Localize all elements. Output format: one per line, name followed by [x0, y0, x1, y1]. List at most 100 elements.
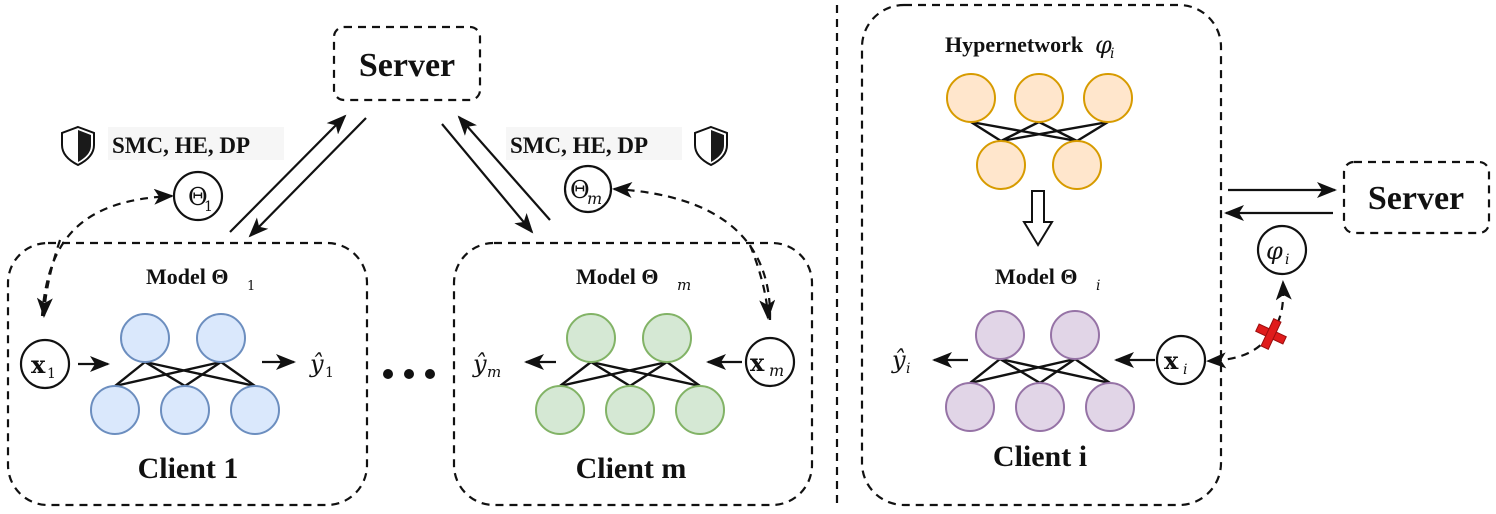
- nn-edge: [629, 360, 668, 388]
- dashed-link-xm-thetam: [612, 182, 772, 321]
- theta-m-parameter: Θ m: [563, 164, 613, 214]
- dashed-arrow-to-xm: [748, 244, 776, 320]
- svg-text:1: 1: [247, 279, 255, 294]
- svg-text:x: x: [1164, 346, 1179, 375]
- client-i-model-label: Model Θ: [995, 264, 1078, 289]
- svg-text:m: m: [587, 189, 602, 208]
- dashed-arrow-to-x1: [36, 239, 62, 318]
- nn-edge: [1000, 120, 1109, 143]
- nn-edge: [559, 360, 668, 388]
- nn-edge: [970, 120, 1002, 143]
- nn-edge: [1074, 358, 1111, 384]
- server-node-left: Server: [332, 25, 482, 102]
- nn-node: [976, 140, 1026, 190]
- output-yi: ŷ i: [891, 346, 910, 377]
- svg-text:i: i: [1285, 252, 1289, 268]
- svg-text:1: 1: [204, 199, 213, 215]
- svg-text:i: i: [1183, 362, 1187, 378]
- client-m-model-label: Model Θ: [576, 264, 659, 289]
- server-label: Server: [1368, 180, 1464, 217]
- nn-node: [1015, 382, 1065, 432]
- nn-node: [1050, 310, 1100, 360]
- input-x1: x 1: [19, 338, 71, 390]
- svg-text:i: i: [906, 361, 910, 377]
- nn-node: [535, 385, 585, 435]
- output-y1: ŷ 1: [309, 350, 334, 381]
- client-i-box: [860, 3, 1223, 507]
- svg-text:i: i: [1110, 46, 1114, 62]
- svg-text:φ: φ: [1266, 237, 1283, 265]
- nn-node: [196, 313, 246, 363]
- svg-text:i: i: [1096, 278, 1100, 294]
- client-1-panel: Model Θ 1 x 1 ŷ 1 Client 1: [6, 241, 369, 507]
- upload-arrow-client-m: [457, 115, 551, 221]
- blocked-link-down: [1206, 334, 1271, 369]
- nn-edge: [1076, 120, 1109, 143]
- nn-node: [605, 385, 655, 435]
- server-box: [1342, 160, 1491, 235]
- nn-node: [945, 382, 995, 432]
- privacy-label-right: SMC, HE, DP: [506, 125, 728, 167]
- nn-node: [675, 385, 725, 435]
- svg-text:x: x: [750, 348, 765, 377]
- privacy-label-text: SMC, HE, DP: [510, 133, 648, 158]
- svg-text:ŷ: ŷ: [309, 350, 324, 378]
- client-m-title: Client m: [576, 452, 687, 485]
- nn-node: [90, 385, 140, 435]
- server-node-right: Server: [1342, 160, 1491, 235]
- svg-text:m: m: [769, 361, 784, 380]
- svg-text:φ: φ: [1095, 31, 1112, 59]
- privacy-label-left: SMC, HE, DP: [61, 125, 284, 167]
- generate-arrow-icon: [1022, 190, 1054, 247]
- nn-edge: [666, 361, 701, 387]
- neural-net-client-m: [535, 313, 725, 435]
- nn-edge: [590, 360, 701, 388]
- nn-node: [1052, 140, 1102, 190]
- nn-node: [975, 310, 1025, 360]
- nn-node: [642, 313, 692, 363]
- nn-node: [230, 385, 280, 435]
- download-arrow-client-1: [248, 117, 367, 238]
- download-arrow-client-m: [441, 123, 534, 234]
- svg-text:1: 1: [325, 365, 334, 381]
- theta-1-parameter: Θ 1: [172, 170, 224, 222]
- nn-edge: [184, 361, 222, 387]
- output-ym: ŷ m: [472, 350, 501, 381]
- svg-text:Θ: Θ: [570, 176, 590, 204]
- svg-text:m: m: [677, 276, 691, 294]
- dashed-link-x1-theta1: [40, 188, 174, 317]
- server-label: Server: [359, 47, 455, 84]
- svg-text:ŷ: ŷ: [472, 350, 487, 378]
- nn-edge: [114, 361, 146, 387]
- server-box: [332, 25, 482, 102]
- privacy-label-bg: [506, 127, 682, 160]
- client-i-panel: Hypernetwork φ i Model Θ i ŷ i x i Clien…: [860, 3, 1223, 507]
- cross-icon: [1255, 318, 1287, 350]
- nn-edge: [969, 358, 1001, 384]
- upload-arrow-client-1: [229, 114, 347, 233]
- nn-edge: [144, 360, 256, 388]
- nn-edge: [999, 357, 1111, 385]
- nn-edge: [969, 357, 1076, 385]
- nn-edge: [1039, 358, 1076, 384]
- neural-net-client-1: [90, 313, 280, 435]
- privacy-label-text: SMC, HE, DP: [112, 133, 250, 158]
- shield-icon: [61, 125, 95, 167]
- nn-edge: [559, 361, 592, 387]
- nn-edge: [220, 361, 256, 387]
- privacy-label-bg: [108, 127, 284, 160]
- ellipsis: [383, 369, 435, 379]
- hypernetwork-net: [946, 73, 1133, 190]
- nn-node: [1083, 73, 1133, 123]
- nn-node: [120, 313, 170, 363]
- svg-text:Θ: Θ: [188, 183, 208, 211]
- input-xm: x m: [744, 336, 796, 388]
- nn-node: [566, 313, 616, 363]
- nn-node: [1085, 382, 1135, 432]
- input-xi: x i: [1155, 334, 1207, 386]
- neural-net-client-i: [945, 310, 1135, 432]
- client-1-title: Client 1: [138, 452, 239, 485]
- client-1-model-label: Model Θ: [146, 264, 229, 289]
- svg-text:ŷ: ŷ: [891, 346, 906, 374]
